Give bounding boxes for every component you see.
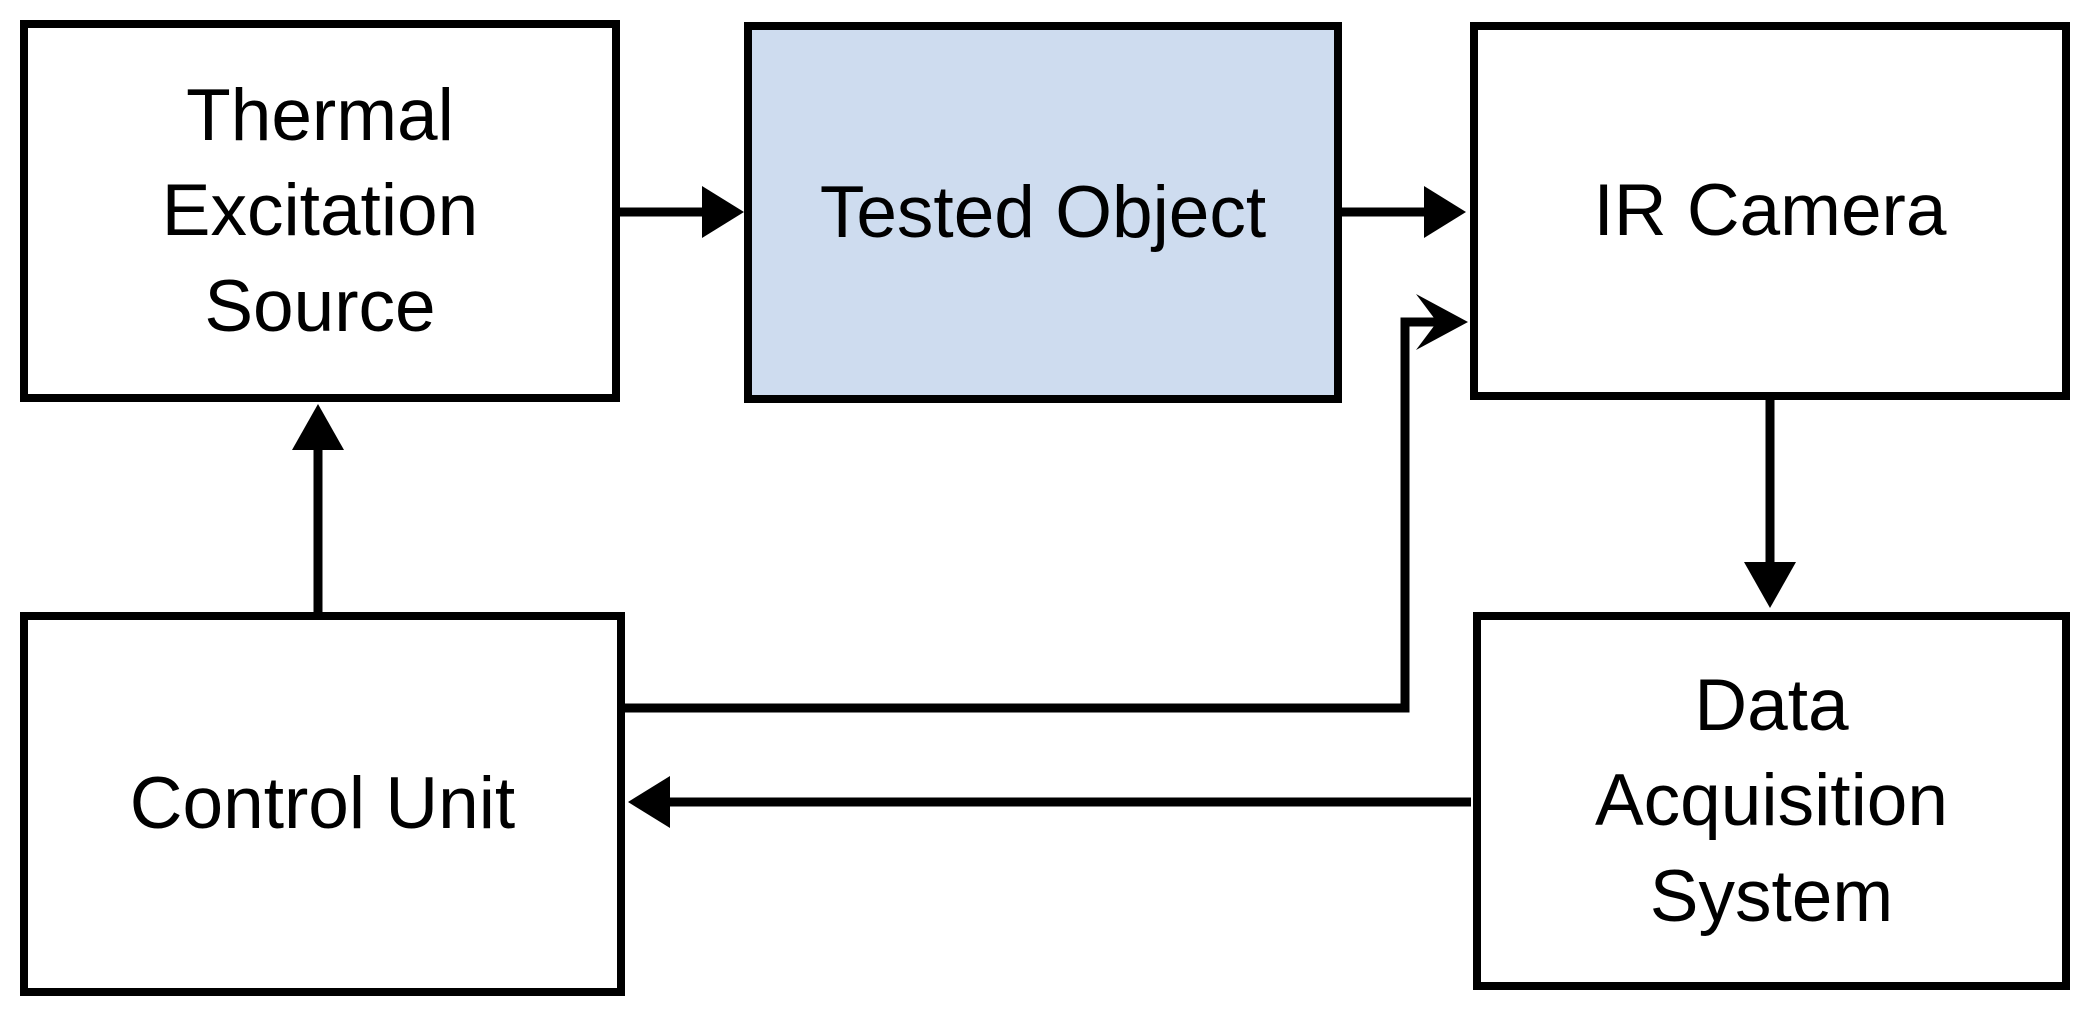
arrowhead-up-icon xyxy=(292,404,344,450)
box-label-control-unit: Control Unit xyxy=(129,763,516,845)
arrowhead-right-icon xyxy=(702,186,744,238)
arrowhead-stealth-right-icon xyxy=(1416,294,1468,350)
arrow-control-unit-to-ir-camera xyxy=(623,294,1468,713)
connector-elbow-line xyxy=(623,317,1438,713)
box-label-ir-camera: IR Camera xyxy=(1593,170,1947,252)
arrow-ir-camera-to-das xyxy=(1744,398,1796,608)
box-label-tested-object: Tested Object xyxy=(819,171,1267,253)
box-label-data-acquisition-system: Data Acquisition System xyxy=(1594,664,1949,937)
arrow-tes-to-tested-object xyxy=(618,186,744,238)
box-label-thermal-excitation-source: Thermal Excitation Source xyxy=(161,74,479,347)
box-ir-camera: IR Camera xyxy=(1470,22,2070,400)
arrowhead-right-icon xyxy=(1424,186,1466,238)
box-control-unit: Control Unit xyxy=(20,612,625,996)
arrowhead-left-icon xyxy=(628,776,670,828)
arrow-das-to-control-unit xyxy=(628,776,1471,828)
box-tested-object: Tested Object xyxy=(744,22,1342,403)
box-data-acquisition-system: Data Acquisition System xyxy=(1473,612,2070,990)
arrowhead-down-icon xyxy=(1744,562,1796,608)
arrow-tested-object-to-ir-camera xyxy=(1340,186,1466,238)
arrow-control-unit-to-tes xyxy=(292,404,344,614)
box-thermal-excitation-source: Thermal Excitation Source xyxy=(20,20,620,402)
